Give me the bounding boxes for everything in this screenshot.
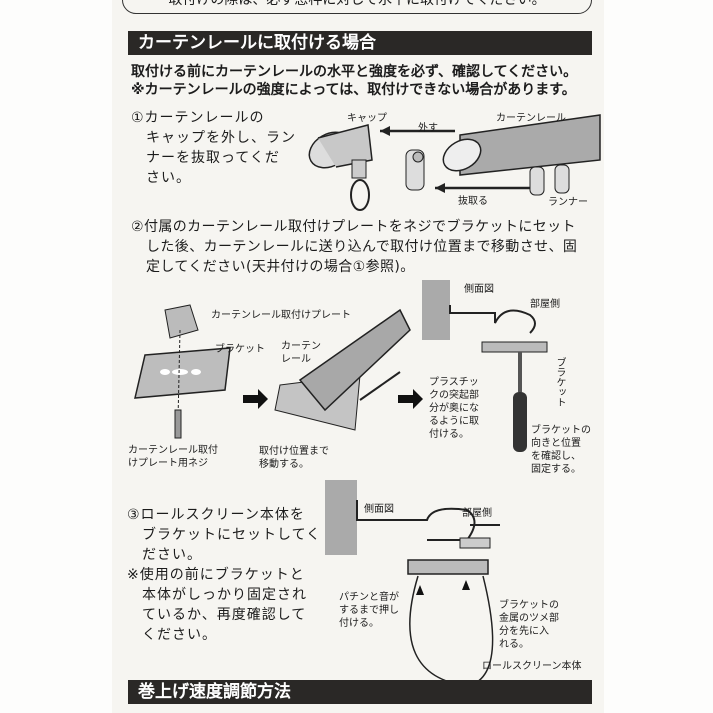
step3-note: ※使用の前にブラケットと: [127, 567, 305, 583]
arrow-next: [243, 389, 268, 409]
label-side-view-3: 側面図: [364, 504, 394, 515]
section-heading-curtain-rail: カーテンレールに取付ける場合: [128, 31, 592, 55]
label-check: ブラケットの向きと位置を確認し、固定する。: [531, 425, 591, 475]
mounting-plate: [164, 304, 199, 339]
label-room-side: 部屋側: [530, 299, 560, 310]
label-cap: キャップ: [347, 113, 387, 124]
label-rail: カーテンレール: [281, 341, 321, 365]
label-side-view: 側面図: [464, 284, 494, 295]
label-plastic: プラスチックの突起部分が奥になるように取付ける。: [429, 377, 479, 440]
screwdriver: [513, 392, 527, 452]
label-bracket: ブラケット: [215, 344, 265, 355]
top-notice: 取付けの際は、必ず窓枠に対して水平に取付けてください。: [122, 0, 592, 14]
label-bracket-vertical: ブラケット: [554, 357, 565, 407]
section-heading-speed-adjust: 巻上げ速度調節方法: [128, 680, 592, 704]
cap-illustration: [308, 124, 373, 211]
step1-line: ①カーテンレールの: [131, 110, 265, 126]
step2-illustration: [134, 280, 548, 452]
label-room-side-3: 部屋側: [462, 508, 492, 519]
curtain-rail: [298, 308, 411, 412]
label-roll-screen-body: ロールスクリーン本体: [482, 661, 582, 672]
screw: [174, 409, 182, 439]
step1-line: ナーを抜取ってくだ: [146, 150, 280, 166]
step1-illustration: [308, 114, 601, 211]
intro-line-2: ※カーテンレールの強度によっては、取付けできない場合があります。: [131, 82, 576, 98]
label-plate: カーテンレール取付けプレート: [211, 310, 351, 321]
arrow-next: [398, 389, 423, 409]
label-runner: ランナー: [548, 197, 588, 208]
label-move: 取付け位置まで移動する。: [259, 446, 329, 470]
intro-line-1: 取付ける前にカーテンレールの水平と強度を必ず、確認してください。: [131, 64, 578, 80]
wall: [325, 480, 357, 555]
step2-text: ②付属のカーテンレール取付けプレートをネジでブラケットにセット した後、カーテン…: [131, 217, 577, 277]
rail-illustration: [442, 114, 601, 196]
step3-text: ③ロールスクリーン本体を ブラケットにセットしてく ださい。 ※使用の前にブラケ…: [127, 507, 322, 643]
step1-text: ①カーテンレールの キャップを外し、ラン ナーを抜取ってくだ さい。: [131, 108, 301, 188]
label-remove: 外す: [418, 123, 438, 134]
label-curtain-rail: カーテンレール: [496, 113, 566, 124]
step1-line: さい。: [146, 170, 191, 186]
label-screw: カーテンレール取付けプレート用ネジ: [128, 445, 218, 469]
step3-illustration: [325, 480, 500, 687]
label-pull-out: 抜取る: [458, 196, 488, 207]
wall: [422, 280, 450, 340]
arrow-move: [359, 371, 401, 401]
step2-line: ②付属のカーテンレール取付けプレートをネジでブラケットにセット: [131, 219, 576, 235]
step2-line: した後、カーテンレールに送り込んで取付け位置まで移動させ、固: [146, 239, 578, 255]
step2-line: 定してください(天井付けの場合①参照)。: [146, 259, 415, 275]
label-push: パチンと音がするまで押し付ける。: [339, 592, 399, 629]
label-claw: ブラケットの金属のツメ部分を先に入れる。: [499, 600, 559, 650]
step1-line: キャップを外し、ラン: [146, 130, 296, 146]
runner-illustration: [405, 149, 425, 191]
